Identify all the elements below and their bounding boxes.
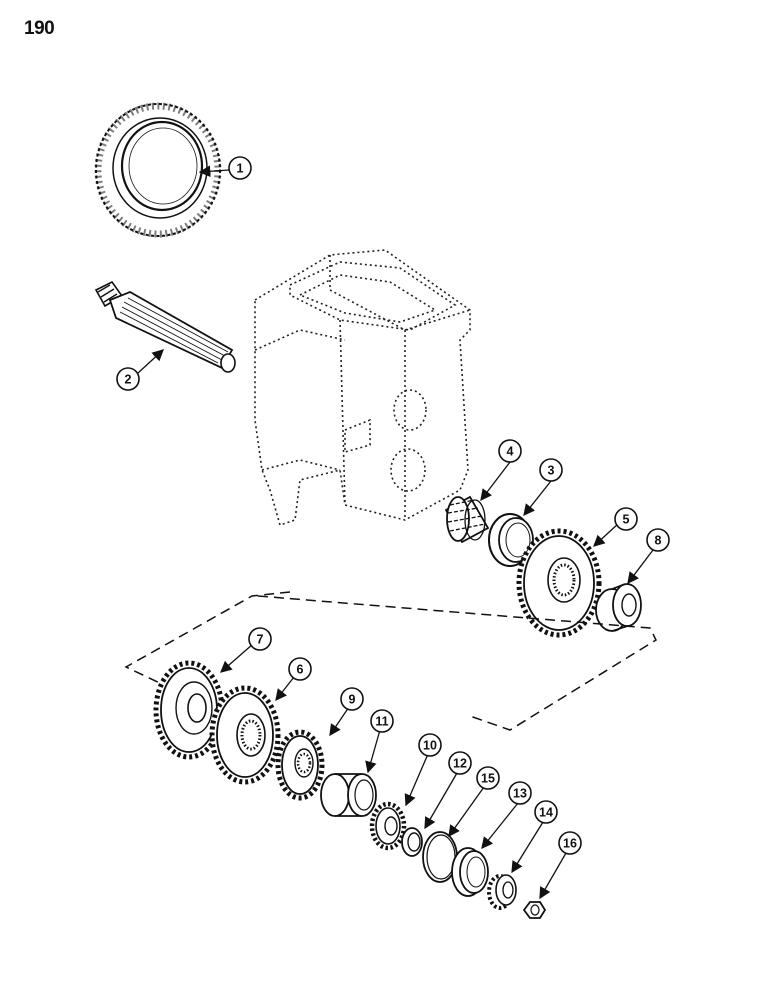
callout-11: 11 <box>370 709 394 733</box>
callout-9: 9 <box>340 687 364 711</box>
gear-part-5 <box>516 528 602 638</box>
callout-3: 3 <box>539 458 563 482</box>
callout-4-label: 4 <box>507 445 514 459</box>
bearing-cup-part-13 <box>451 847 489 897</box>
callout-16: 16 <box>558 831 582 855</box>
callout-13-label: 13 <box>513 787 527 801</box>
callout-5: 5 <box>614 507 638 531</box>
gear-part-6 <box>209 685 281 785</box>
bearing-cup-part-3 <box>488 513 534 567</box>
callout-10-label: 10 <box>423 739 437 753</box>
callout-8-label: 8 <box>655 534 662 548</box>
page-number: 190 <box>24 18 55 39</box>
callout-7: 7 <box>248 627 272 651</box>
group-dashed-outline <box>124 591 657 731</box>
bushing-part-11 <box>320 773 377 817</box>
gear-part-7 <box>153 660 225 760</box>
callout-15: 15 <box>476 766 500 790</box>
callout-7-label: 7 <box>257 633 264 647</box>
callout-15-label: 15 <box>481 772 495 786</box>
collar-part-8 <box>595 583 642 632</box>
callout-16-label: 16 <box>563 837 577 851</box>
gear-part-10 <box>369 801 407 851</box>
callout-1: 1 <box>228 156 252 180</box>
gear-part-9 <box>275 729 325 801</box>
callout-2: 2 <box>116 367 140 391</box>
transmission-housing-phantom <box>254 249 471 527</box>
callout-5-label: 5 <box>623 513 630 527</box>
bearing-cone-part-4 <box>444 495 490 544</box>
nut-part-16 <box>522 901 547 919</box>
callout-14-label: 14 <box>539 806 553 820</box>
callout-6: 6 <box>288 657 312 681</box>
leader-lines <box>137 165 654 900</box>
callout-14: 14 <box>534 800 558 824</box>
callout-3-label: 3 <box>548 464 555 478</box>
pinion-shaft-part-2 <box>94 280 236 373</box>
callout-12-label: 12 <box>453 757 467 771</box>
callout-6-label: 6 <box>297 663 304 677</box>
ring-gear-part-1 <box>94 102 222 238</box>
callout-11-label: 11 <box>375 715 388 729</box>
bearing-cone-part-14 <box>487 874 517 910</box>
callout-2-label: 2 <box>125 373 132 387</box>
callout-10: 10 <box>418 733 442 757</box>
callout-9-label: 9 <box>349 693 356 707</box>
callout-13: 13 <box>508 781 532 805</box>
callout-8: 8 <box>646 528 670 552</box>
callout-1-label: 1 <box>237 162 244 176</box>
callout-12: 12 <box>448 751 472 775</box>
callout-4: 4 <box>498 439 522 463</box>
washer-part-12 <box>401 827 423 857</box>
